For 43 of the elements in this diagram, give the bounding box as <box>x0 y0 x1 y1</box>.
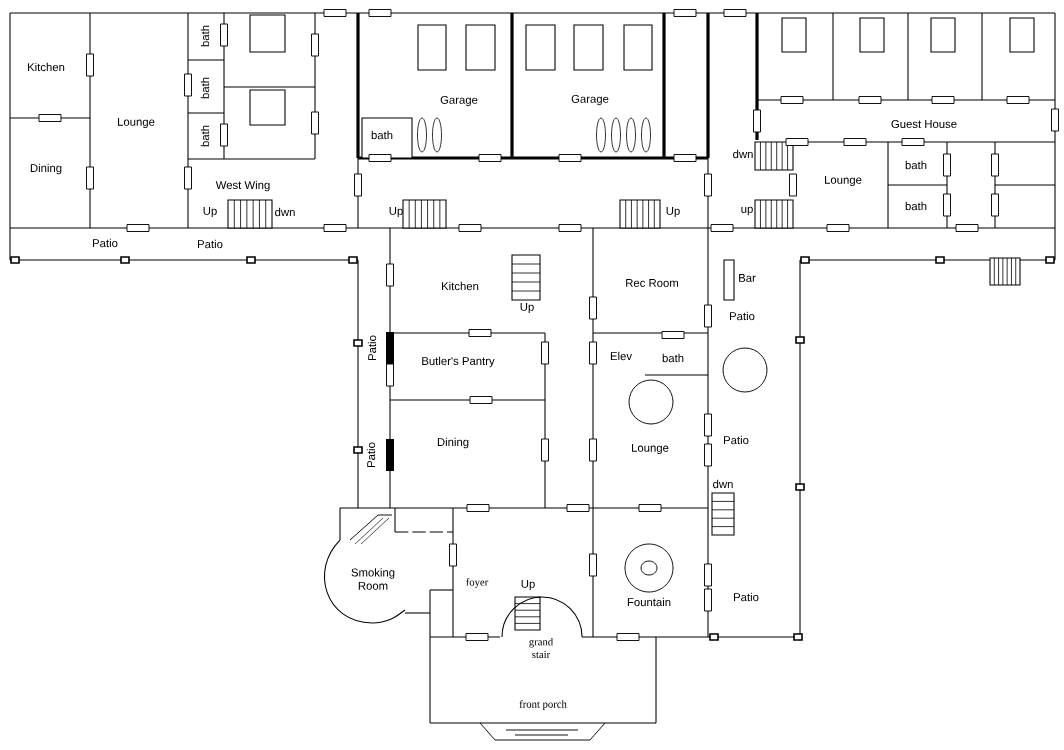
room-label: Patio <box>367 335 377 360</box>
room-label: Fountain <box>627 597 671 607</box>
room-label: Butler's Pantry <box>422 356 495 368</box>
room-label: bath <box>371 130 393 140</box>
room-label: Kitchen <box>28 62 65 72</box>
room-label: front porch <box>519 700 567 710</box>
stair-label: dwn <box>713 479 733 489</box>
room-label: Patio <box>366 442 376 467</box>
room-label: Dining <box>437 437 469 449</box>
room-label: Patio <box>198 239 223 249</box>
room-label: Smoking Room <box>351 568 395 590</box>
room-label: Patio <box>730 311 755 321</box>
room-label: Garage <box>440 95 478 107</box>
room-label: bath <box>200 25 210 47</box>
room-label: bath <box>905 160 927 170</box>
room-label: Guest House <box>891 120 957 128</box>
room-label: Lounge <box>825 175 862 187</box>
room-label: bath <box>200 125 210 147</box>
room-label: Lounge <box>632 443 669 455</box>
room-label: Lounge <box>118 117 155 129</box>
stair-label: Up <box>521 579 535 591</box>
room-label: Garage <box>571 94 609 106</box>
room-label: Bar <box>739 274 756 282</box>
room-label: Dining <box>30 163 62 175</box>
room-label: bath <box>905 201 927 211</box>
room-label: Rec Room <box>626 279 678 287</box>
room-label: Kitchen <box>442 281 479 291</box>
stair-label: Up <box>666 206 680 218</box>
room-label: Elev <box>610 351 632 361</box>
room-label: foyer <box>466 578 489 588</box>
room-label: Patio <box>93 238 118 248</box>
room-label: Patio <box>724 435 749 445</box>
room-label: bath <box>662 353 684 363</box>
stair-label: dwn <box>275 207 295 217</box>
stair-label: Up <box>389 206 403 218</box>
stair-label: up <box>741 206 753 216</box>
stair-label: Up <box>203 206 217 218</box>
stair-label: Up <box>520 302 534 314</box>
room-label: Patio <box>734 592 759 602</box>
room-label: bath <box>200 77 210 99</box>
stair-label: grand stair <box>529 637 553 659</box>
stair-label: dwn <box>733 149 753 159</box>
room-label: West Wing <box>215 180 270 192</box>
